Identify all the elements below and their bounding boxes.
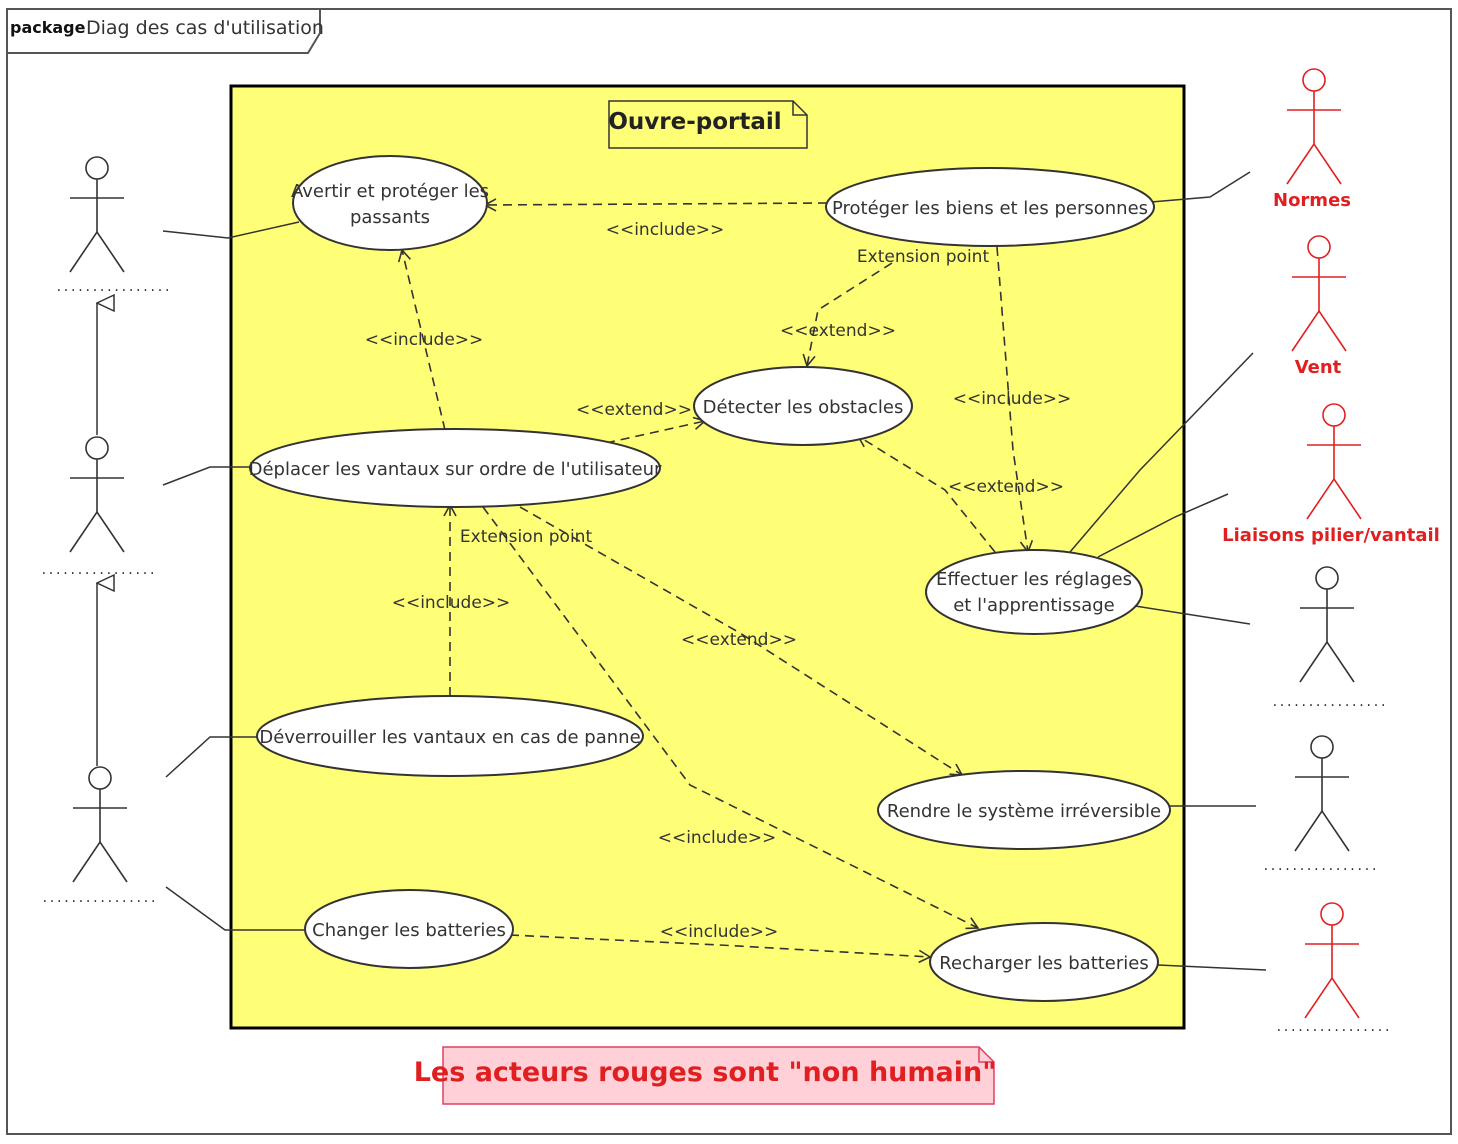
use-case-rendre[interactable]: Rendre le système irréversible bbox=[877, 770, 1171, 850]
actor-vent[interactable] bbox=[1291, 235, 1347, 352]
use-case-changer[interactable]: Changer les batteries bbox=[304, 889, 514, 969]
actor-human-4[interactable] bbox=[1299, 566, 1355, 683]
system-name: Ouvre-portail bbox=[608, 109, 781, 135]
use-case-label: Avertir et protéger les bbox=[291, 181, 489, 202]
use-case-label: Déplacer les vantaux sur ordre de l'util… bbox=[249, 459, 662, 480]
actor-normes[interactable] bbox=[1286, 68, 1342, 185]
include-label: <<include>> bbox=[365, 330, 484, 350]
actor-human-2[interactable] bbox=[69, 436, 125, 553]
use-case-deplacer[interactable]: Déplacer les vantaux sur ordre de l'util… bbox=[249, 428, 662, 508]
include-label: <<include>> bbox=[660, 922, 779, 942]
frame-keyword: package bbox=[10, 18, 86, 37]
extend-label: <<extend>> bbox=[780, 321, 896, 341]
use-case-label: Protéger les biens et les personnes bbox=[832, 198, 1148, 219]
use-case-label: passants bbox=[350, 207, 430, 228]
extend-arrow-deplacer-detecter bbox=[605, 416, 707, 444]
use-case-label: Changer les batteries bbox=[312, 920, 506, 941]
relation-labels: <<include>> <<include>> <<extend>> <<ext… bbox=[365, 220, 1072, 942]
use-case-label: Rendre le système irréversible bbox=[887, 801, 1161, 822]
use-case-proteger[interactable]: Protéger les biens et les personnes bbox=[825, 167, 1155, 247]
include-arrow-deplacer-avertir bbox=[397, 248, 446, 431]
actor-names: Normes Vent Liaisons pilier/vantail ....… bbox=[40, 190, 1440, 1034]
extend-arrow-proteger-detecter bbox=[802, 262, 893, 368]
dependencies bbox=[397, 198, 1034, 964]
use-case-label: Effectuer les réglages bbox=[936, 569, 1132, 590]
extend-label: <<extend>> bbox=[948, 477, 1064, 497]
actor-name-placeholder: ................ bbox=[40, 563, 156, 577]
association-line bbox=[165, 736, 258, 778]
use-cases: Avertir et protéger les passants Protége… bbox=[249, 155, 1171, 1002]
association-line bbox=[1157, 964, 1267, 971]
actor-name-placeholder: ................ bbox=[41, 891, 157, 905]
include-arrow-changer-recharger bbox=[509, 934, 932, 964]
include-arrow-proteger-effectuer bbox=[996, 246, 1034, 554]
frame-title: Diag des cas d'utilisation bbox=[86, 17, 324, 39]
association-line bbox=[1150, 171, 1251, 203]
non-human-actors bbox=[1286, 68, 1362, 1019]
include-label: <<include>> bbox=[658, 828, 777, 848]
association-line bbox=[1134, 605, 1251, 625]
association-line bbox=[162, 466, 253, 486]
extension-point-label: Extension point bbox=[460, 527, 593, 547]
include-label: <<include>> bbox=[392, 593, 511, 613]
actor-human-3[interactable] bbox=[72, 766, 128, 883]
actor-human-5[interactable] bbox=[1294, 735, 1350, 852]
extend-arrow-effectuer-detecter bbox=[856, 435, 996, 553]
human-actors bbox=[69, 156, 1355, 883]
include-arrow-proteger-avertir bbox=[483, 198, 828, 212]
association-line bbox=[165, 886, 304, 931]
use-case-label: Détecter les obstacles bbox=[703, 397, 904, 418]
actor-name-placeholder: ................ bbox=[1271, 695, 1387, 709]
association-line bbox=[162, 221, 300, 239]
actor-liaisons[interactable] bbox=[1306, 403, 1362, 520]
non-human-note: Les acteurs rouges sont "non humain" bbox=[414, 1046, 997, 1105]
include-label: <<include>> bbox=[953, 389, 1072, 409]
actor-name-placeholder: ................ bbox=[55, 280, 171, 294]
extension-point-label: Extension point bbox=[857, 247, 990, 267]
association-line bbox=[1069, 352, 1254, 553]
use-case-label: et l'apprentissage bbox=[953, 595, 1115, 616]
use-case-recharger[interactable]: Recharger les batteries bbox=[929, 922, 1159, 1002]
association-lines bbox=[162, 171, 1267, 971]
system-name-note bbox=[608, 100, 808, 149]
include-arrow-deplacer-recharger bbox=[482, 506, 980, 930]
use-case-effectuer[interactable]: Effectuer les réglages et l'apprentissag… bbox=[925, 549, 1143, 635]
extend-label: <<extend>> bbox=[576, 400, 692, 420]
use-case-deverrouiller[interactable]: Déverrouiller les vantaux en cas de pann… bbox=[256, 695, 644, 777]
extend-label: <<extend>> bbox=[681, 630, 797, 650]
use-case-detecter[interactable]: Détecter les obstacles bbox=[693, 366, 913, 446]
use-case-label: Déverrouiller les vantaux en cas de pann… bbox=[259, 727, 640, 748]
use-case-label: Recharger les batteries bbox=[939, 953, 1149, 974]
actor-name-placeholder: ................ bbox=[1275, 1020, 1391, 1034]
actor-name-placeholder: ................ bbox=[1262, 859, 1378, 873]
actor-name-normes: Normes bbox=[1273, 190, 1351, 211]
actor-human-1[interactable] bbox=[69, 156, 125, 273]
actor-name-vent: Vent bbox=[1295, 357, 1342, 378]
actor-name-liaisons: Liaisons pilier/vantail bbox=[1222, 525, 1440, 546]
association-line bbox=[1097, 493, 1229, 558]
actor-nonhuman-4[interactable] bbox=[1304, 902, 1360, 1019]
note-text: Les acteurs rouges sont "non humain" bbox=[414, 1057, 997, 1088]
use-case-avertir[interactable]: Avertir et protéger les passants bbox=[291, 155, 489, 251]
include-label: <<include>> bbox=[606, 220, 725, 240]
